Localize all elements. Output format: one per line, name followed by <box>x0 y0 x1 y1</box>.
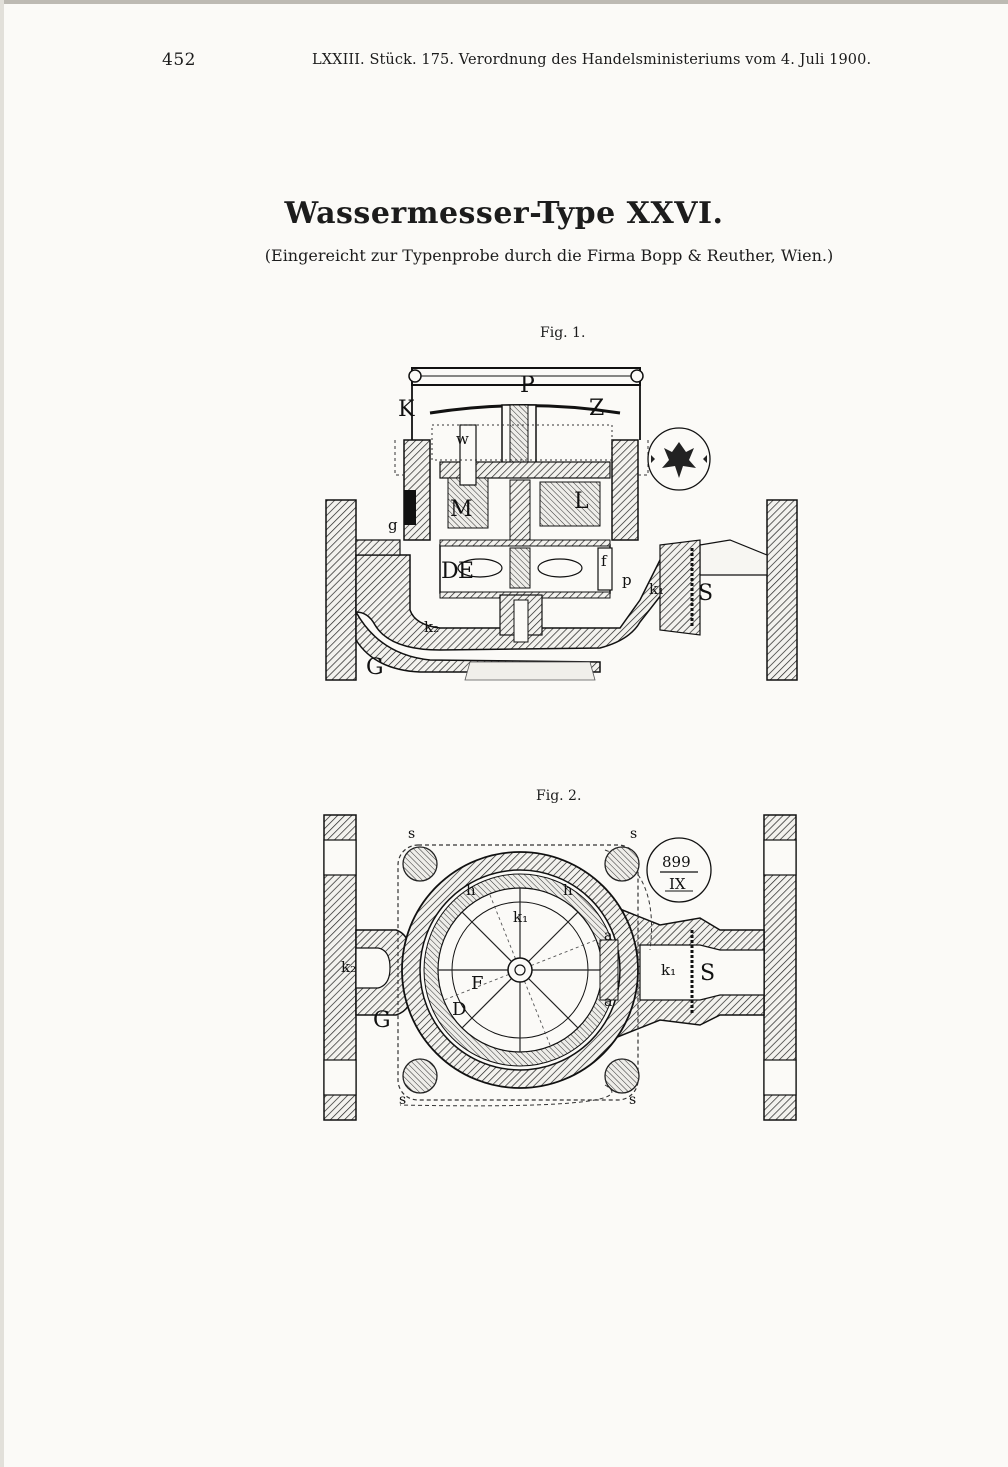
page-number: 452 <box>162 50 196 70</box>
fig1-eagle-icon <box>662 442 696 478</box>
fig2-label-h-right: h <box>563 881 573 899</box>
fig1-label-D: D <box>441 559 459 584</box>
fig1-strainer-housing <box>659 539 701 636</box>
scan-edge-left <box>0 0 4 1467</box>
fig1-housing-right-wall <box>611 439 639 541</box>
fig2-nozzle-block <box>599 939 619 1001</box>
fig1-turbine-blade-right <box>537 558 583 578</box>
fig2-label-a-top: a <box>604 928 612 944</box>
fig2-bolt-bottom-left <box>402 1058 438 1094</box>
fig1-label-w: w <box>456 430 469 448</box>
fig1-right-flange <box>766 499 798 681</box>
fig2-label-G: G <box>373 1008 391 1033</box>
fig2-label-s-top-left: s <box>408 826 415 842</box>
fig2-label-S: S <box>700 961 715 986</box>
fig1-label-K: K <box>398 397 415 422</box>
fig1-label-L: L <box>574 489 589 514</box>
figure-1-caption: Fig. 1. <box>540 325 586 341</box>
running-head: LXXIII. Stück. 175. Verordnung des Hande… <box>312 52 872 68</box>
fig1-label-Z: Z <box>589 396 604 421</box>
fig2-inspection-stamp <box>646 837 712 903</box>
fig2-label-k1-outlet: k₁ <box>661 961 676 979</box>
fig2-label-k2: k₂ <box>341 958 356 976</box>
fig1-label-P: P <box>520 373 535 398</box>
fig2-label-D: D <box>452 999 466 1020</box>
fig1-gasket-g <box>404 490 416 525</box>
fig1-base <box>464 661 596 681</box>
fig2-label-s-bottom-right: s <box>629 1092 636 1108</box>
fig2-spokes <box>438 888 602 1052</box>
fig2-bolt-top-left <box>402 846 438 882</box>
figure-1-drawing <box>325 367 798 681</box>
fig1-left-flange <box>325 499 357 681</box>
fig1-label-G: G <box>366 655 384 680</box>
fig2-bolt-bottom-right <box>604 1058 640 1094</box>
page-subtitle: (Eingereicht zur Typenprobe durch die Fi… <box>264 246 834 265</box>
fig2-bolt-top-right <box>604 846 640 882</box>
fig1-label-M: M <box>450 497 473 522</box>
fig2-label-k1-inner: k₁ <box>513 908 528 926</box>
fig1-right-throat <box>699 539 768 576</box>
fig1-label-f: f <box>601 552 608 570</box>
fig1-label-p: p <box>622 571 632 589</box>
fig2-label-s-bottom-left: s <box>399 1092 406 1108</box>
fig2-label-h-left: h <box>466 881 476 899</box>
fig2-left-bolt-hole-bottom <box>323 1059 357 1096</box>
fig1-dial-frame <box>431 424 613 461</box>
fig1-gear-train-left <box>447 477 489 529</box>
figure-2-caption: Fig. 2. <box>536 788 582 804</box>
fig1-label-k2: k₂ <box>424 618 439 636</box>
fig1-gear-train-right <box>539 481 601 527</box>
fig2-label-F: F <box>471 973 484 994</box>
fig1-label-E: E <box>458 559 474 584</box>
fig2-label-a-bottom: a <box>604 994 612 1010</box>
fig2-label-s-top-right: s <box>630 826 637 842</box>
fig2-outlet-channel <box>639 944 765 1001</box>
fig1-turbine-blade-left <box>457 558 503 578</box>
fig2-left-bolt-hole-top <box>323 839 357 876</box>
fig2-inlet-channel <box>355 947 391 989</box>
fig1-shaft <box>509 479 531 541</box>
figure-2-drawing <box>323 814 797 1121</box>
fig1-regulator-f <box>597 547 613 591</box>
fig1-label-g: g <box>388 516 398 534</box>
fig1-inlet-wall <box>355 539 401 556</box>
page-title: Wassermesser-Type XXVI. <box>284 196 724 231</box>
fig1-chamber-top <box>439 461 611 479</box>
fig2-right-bolt-hole-top <box>763 839 797 876</box>
fig1-lid-latch <box>630 369 644 383</box>
fig2-right-bolt-hole-bottom <box>763 1059 797 1096</box>
fig1-lid-hinge <box>408 369 422 383</box>
fig1-label-k1: k₁ <box>649 580 664 598</box>
fig2-stamp-bottom: IX <box>669 875 686 893</box>
fig1-label-S: S <box>698 581 713 606</box>
scan-edge-top <box>0 0 1008 4</box>
fig2-stamp-top: 899 <box>662 853 691 871</box>
